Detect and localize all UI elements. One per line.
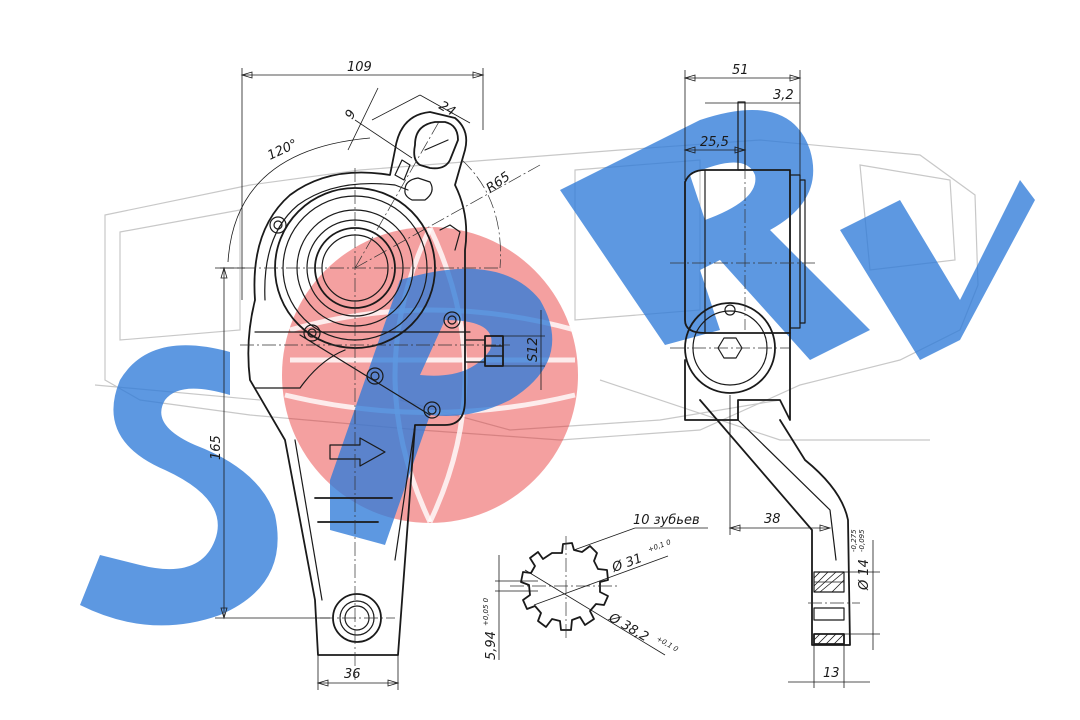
dim-13: 13 <box>788 645 870 688</box>
watermark-letter-r <box>560 110 870 360</box>
dim-109: 109 <box>240 60 485 300</box>
adjusting-bolt <box>464 335 504 367</box>
rivets <box>269 216 461 419</box>
spline-d38-line <box>524 569 666 656</box>
spline-teeth-label: 10 зубьев <box>633 513 700 528</box>
dim-arm-width: 36 <box>344 667 361 682</box>
side-lower-body <box>684 332 791 421</box>
dim-hole-diam: Ø 14 <box>857 559 872 591</box>
dim-38: 38 <box>728 395 832 535</box>
spline-outline <box>520 542 609 631</box>
dim-36: 36 <box>316 655 400 690</box>
dim-hole-tol-upper: -0,275 <box>850 529 858 552</box>
dim-side-gap: 3,2 <box>773 88 794 103</box>
dim-slot-offset: 9 <box>342 107 359 122</box>
spline-detail: 10 зубьев Ø 31 +0,1 0 Ø 38,2 +0,1 0 5,94… <box>482 513 708 660</box>
front-view: 109 24 9 120° R65 165 <box>209 60 545 690</box>
dim-165: 165 <box>209 266 330 620</box>
housing-rim <box>799 179 806 324</box>
plate-diagonal <box>299 334 431 416</box>
lever-body-outline <box>247 111 468 656</box>
arm-inner-right <box>394 424 416 561</box>
side-arm-inner <box>737 419 837 561</box>
dim-3-2: 3,2 <box>705 88 800 104</box>
dim-s12: S12 <box>503 310 545 390</box>
dim-slot-width: 24 <box>436 98 458 119</box>
side-arm <box>699 399 851 646</box>
eye-section <box>813 571 845 645</box>
spline-diam-small-tol: +0,1 0 <box>647 538 672 554</box>
centerline-radius <box>354 164 541 269</box>
rivet-right <box>443 311 461 329</box>
centerline-slot <box>354 119 441 269</box>
spline-leader <box>573 527 636 551</box>
dim-51: 51 <box>683 63 802 180</box>
watermark-letters <box>80 110 1035 626</box>
plate-bottom-edge <box>254 349 346 389</box>
spline-d31-line <box>533 555 669 606</box>
dim-side-width: 51 <box>732 63 749 78</box>
top-slot <box>394 121 459 201</box>
watermark-letter-s <box>80 345 278 626</box>
spline-diam-large: Ø 38,2 <box>605 610 651 645</box>
dim-arm-thickness: 13 <box>823 666 840 681</box>
dim-arc-angle: 120° <box>265 137 300 164</box>
dim-angle: 120° <box>227 137 371 263</box>
side-view: 51 3,2 25,5 38 Ø 14 -0,275 <box>670 63 880 688</box>
watermark-letter-p <box>330 268 553 545</box>
rivet-center <box>366 367 384 385</box>
rivet-mid-left <box>303 324 321 342</box>
dim-arm-reach: 38 <box>764 512 781 527</box>
spline-tooth-width: 5,94 <box>484 631 499 660</box>
rivet-top-left <box>269 216 287 234</box>
side-bracket <box>439 224 461 251</box>
arm-inner-left <box>294 439 323 601</box>
rivet-bottom <box>423 401 441 419</box>
dim-hole: Ø 14 -0,275 -0,095 <box>844 529 880 650</box>
watermark-letter-l <box>840 180 1035 360</box>
watermark <box>80 110 1035 626</box>
dim-side-offset: 25,5 <box>700 135 729 150</box>
dim-radius: R65 <box>484 169 514 196</box>
spline-diam-small: Ø 31 <box>609 551 644 576</box>
spline-tooth-width-tol: +0,05 0 <box>482 597 490 626</box>
dim-25-5: 25,5 <box>683 135 747 154</box>
body-inner-edge <box>264 182 409 301</box>
direction-arrow <box>329 437 386 467</box>
dim-overall-height: 165 <box>209 435 224 460</box>
dim-overall-width: 109 <box>347 60 372 75</box>
dim-bolt: S12 <box>526 337 541 362</box>
dim-hole-tol-lower: -0,095 <box>858 529 866 552</box>
